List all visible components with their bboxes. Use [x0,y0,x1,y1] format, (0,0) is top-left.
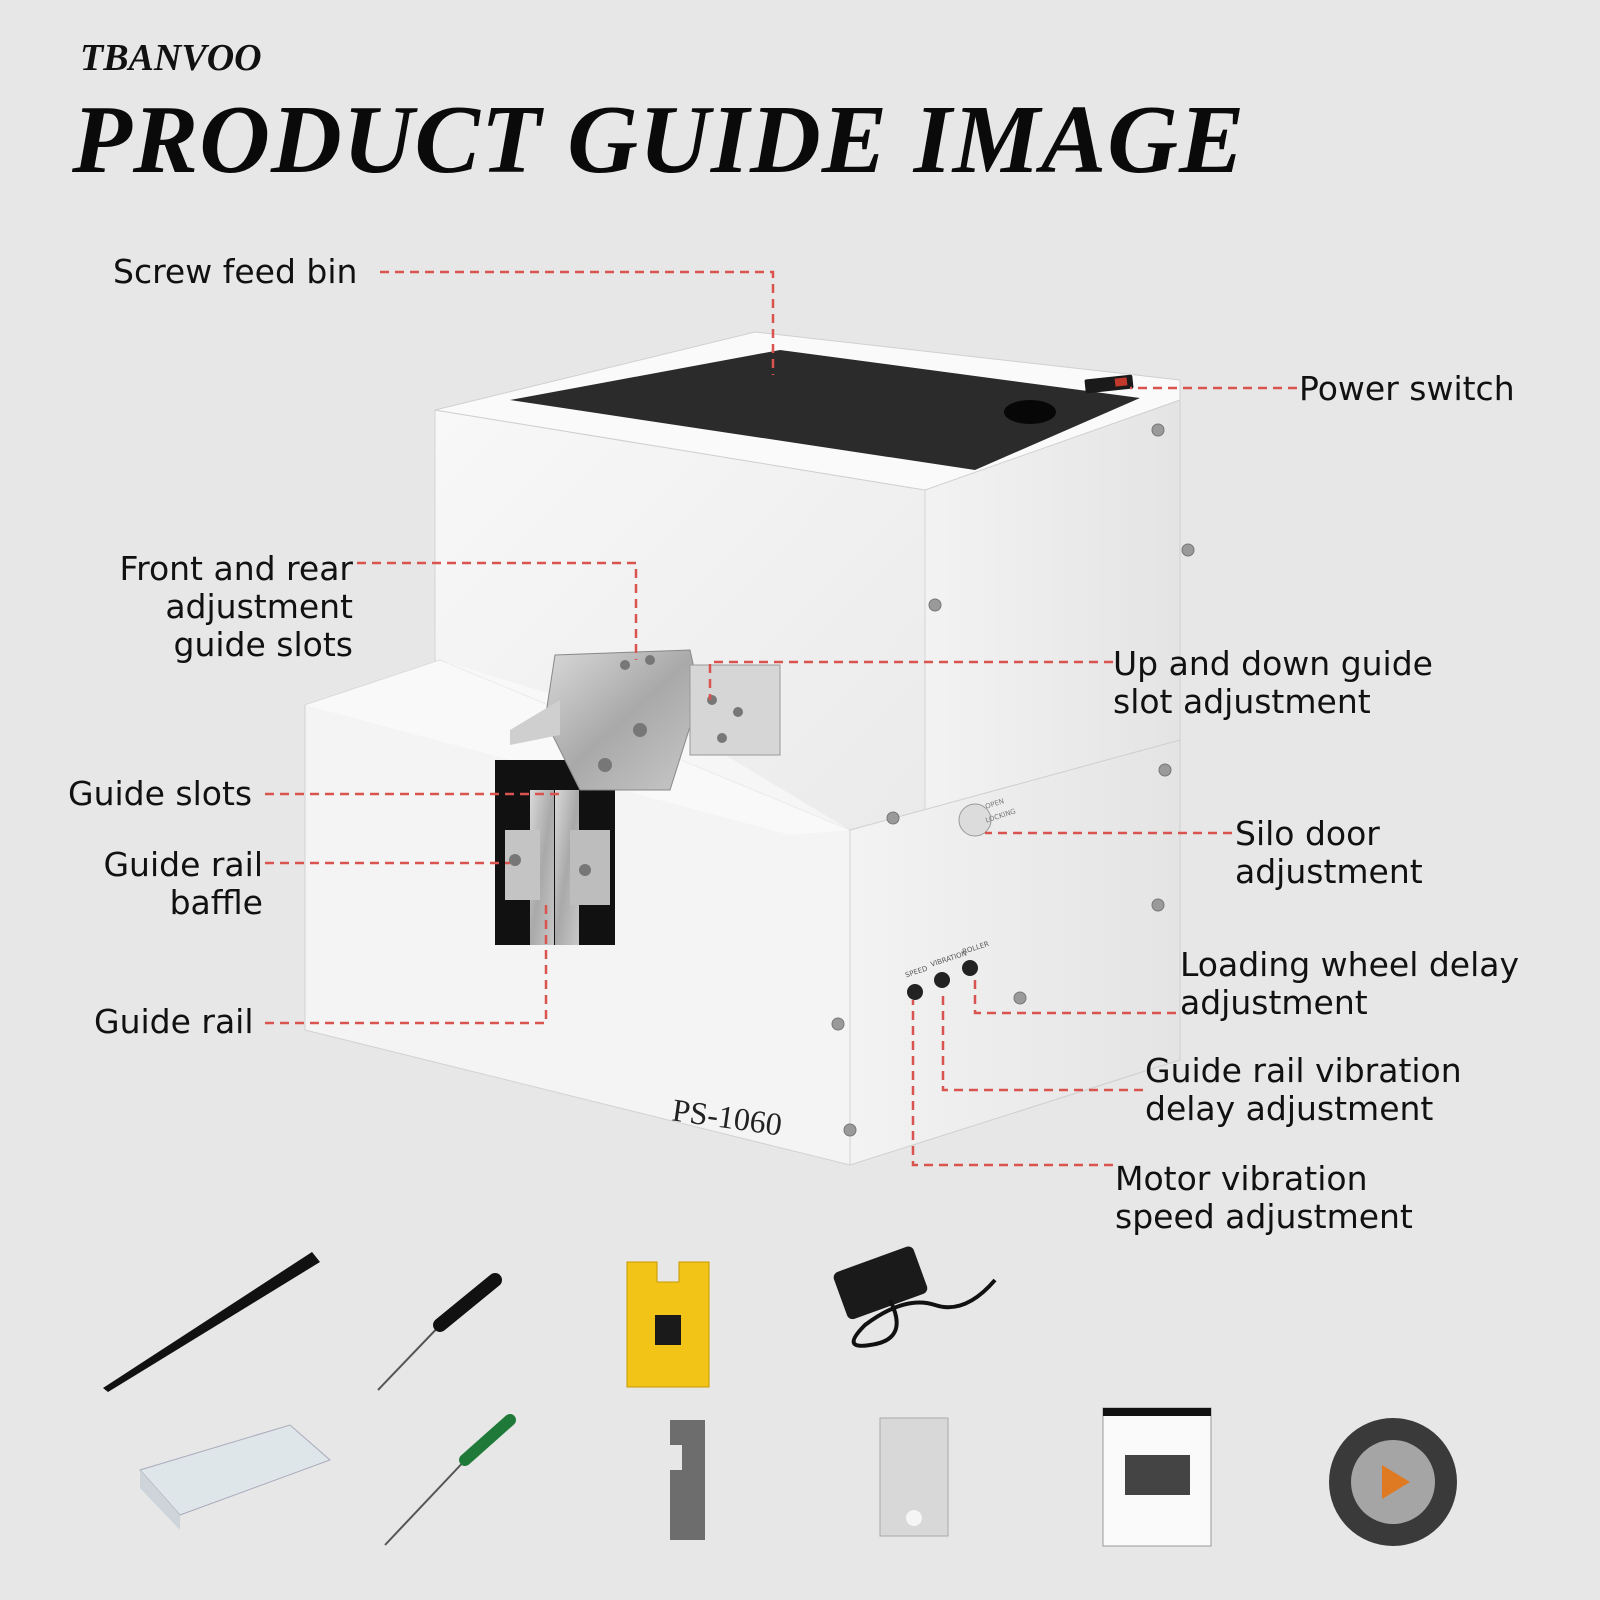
callout-front-rear-adjustment: Front and rear adjustment guide slots [119,549,353,664]
callout-rail-vibration: Guide rail vibration delay adjustment [1145,1051,1462,1128]
page-title: PRODUCT GUIDE IMAGE [72,86,1246,194]
brand-name: TBANVOO [80,37,262,79]
green-screwdriver-icon [384,1414,516,1546]
callout-motor-vibration: Motor vibration speed adjustment [1115,1159,1413,1236]
bin-cover [510,350,1140,470]
callout-loading-wheel: Loading wheel delay adjustment [1180,945,1520,1022]
silo-door-knob [958,803,992,837]
callout-up-down-adjustment: Up and down guide slot adjustment [1113,644,1433,721]
magnetizer-icon [626,1261,710,1388]
control-knobs [907,960,978,1000]
callout-guide-slots: Guide slots [68,774,253,813]
bin-hole [1004,400,1056,424]
rail-bracket-icon [879,1417,949,1537]
video-play-icon [1329,1418,1457,1546]
callout-power-switch: Power switch [1299,369,1515,408]
foam-pad-icon [670,1420,705,1540]
callout-guide-rail-baffle: Guide rail baffle [103,845,263,922]
tweezers-icon [103,1252,320,1392]
callout-silo-door: Silo door adjustment [1235,814,1423,891]
callout-screw-feed-bin: Screw feed bin [113,252,358,291]
power-adapter-icon [833,1246,997,1348]
manual-icon [1102,1407,1212,1547]
screwdriver-icon [377,1273,502,1391]
parts-box-icon [139,1424,331,1530]
callout-guide-rail: Guide rail [94,1002,254,1041]
